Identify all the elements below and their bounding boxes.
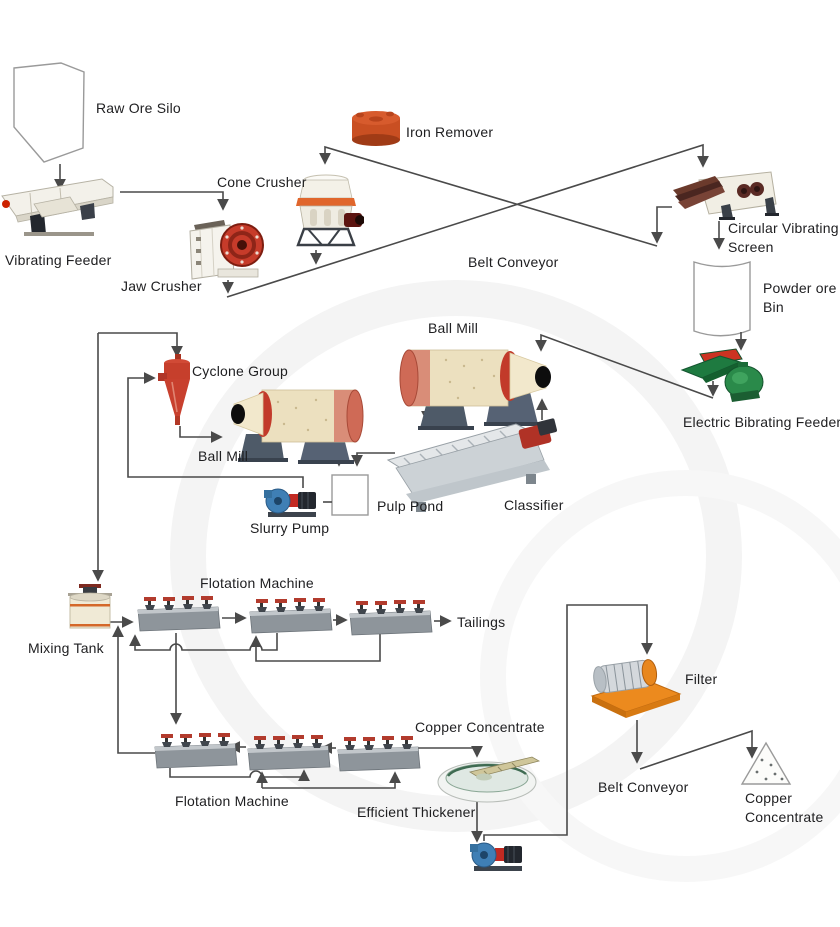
label-classifier: Classifier bbox=[504, 497, 564, 513]
label-electric-vibrating-feeder: Electric Bibrating Feeder bbox=[683, 414, 840, 430]
label-efficient-thickener: Efficient Thickener bbox=[357, 804, 476, 820]
label-vibrating-feeder: Vibrating Feeder bbox=[5, 252, 112, 268]
return-r2-lower bbox=[262, 771, 401, 789]
return-cell3-to-cell2 bbox=[250, 634, 381, 662]
label-circular-vibrating-screen: Circular Vibrating bbox=[728, 220, 839, 236]
label-copper-concentrate-mid: Copper Concentrate bbox=[415, 719, 545, 735]
flow-pump-to-filter bbox=[483, 604, 653, 841]
label-pulp-pond: Pulp Pond bbox=[377, 498, 444, 514]
return-cleaner-to-feed bbox=[112, 625, 155, 754]
label-ball-mill-right: Ball Mill bbox=[428, 320, 479, 336]
pile-speckles bbox=[755, 758, 784, 781]
label-iron-remover: Iron Remover bbox=[406, 124, 494, 140]
label-circular-vibrating-screen-2: Screen bbox=[728, 239, 774, 255]
label-powder-ore-bin: Powder ore bbox=[763, 280, 837, 296]
label-filter: Filter bbox=[685, 671, 718, 687]
label-copper-concentrate-final: Copper bbox=[745, 790, 793, 806]
label-tailings: Tailings bbox=[457, 614, 506, 630]
label-cone-crusher: Cone Crusher bbox=[217, 174, 307, 190]
flow-belt-to-pile bbox=[639, 729, 758, 770]
flow-screen-oversize-drop bbox=[651, 206, 672, 244]
label-belt-conveyor-bottom: Belt Conveyor bbox=[598, 779, 689, 795]
label-slurry-pump: Slurry Pump bbox=[250, 520, 330, 536]
label-cyclone-group: Cyclone Group bbox=[192, 363, 288, 379]
label-raw-ore-silo: Raw Ore Silo bbox=[96, 100, 181, 116]
label-flotation-machine-row1: Flotation Machine bbox=[200, 575, 314, 591]
raw-ore-silo-shape bbox=[13, 62, 85, 163]
label-flotation-machine-row2: Flotation Machine bbox=[175, 793, 289, 809]
flow-belt-to-screen bbox=[226, 143, 709, 298]
flow-r2c3-to-thickener bbox=[412, 745, 483, 758]
label-mixing-tank: Mixing Tank bbox=[28, 640, 104, 656]
pulp-pond-shape bbox=[331, 474, 369, 516]
label-belt-conveyor-top: Belt Conveyor bbox=[468, 254, 559, 270]
flow-pump-to-cyclone bbox=[127, 372, 304, 488]
flow-belt-to-ball-mill bbox=[535, 333, 714, 399]
flow-classifier-to-pulp-pond bbox=[351, 452, 395, 467]
label-copper-concentrate-final-2: Concentrate bbox=[745, 809, 824, 825]
label-powder-ore-bin-2: Bin bbox=[763, 299, 784, 315]
label-jaw-crusher: Jaw Crusher bbox=[121, 278, 202, 294]
flow-feeder-to-jaw-crusher bbox=[120, 191, 229, 211]
label-ball-mill-left: Ball Mill bbox=[198, 448, 249, 464]
powder-ore-bin-shape bbox=[693, 261, 751, 337]
copper-concentrate-pile-shape bbox=[740, 741, 792, 785]
flow-belt-to-cone-crusher bbox=[319, 145, 658, 247]
flow-line-to-cyclone-top bbox=[98, 332, 183, 358]
flow-cyclone-underflow-to-leftmill bbox=[179, 426, 223, 443]
